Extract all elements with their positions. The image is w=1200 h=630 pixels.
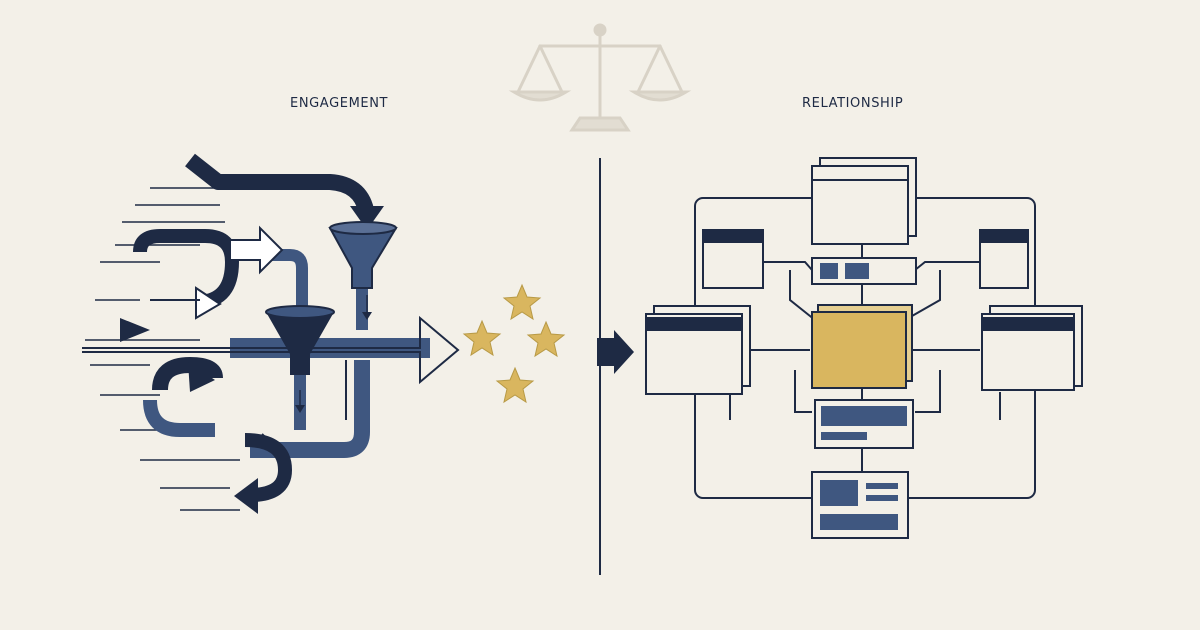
window-icon [814,399,914,449]
funnel-icon [328,221,398,320]
star-icon [526,320,566,358]
window-icon [979,229,1029,289]
window-icon [811,157,917,245]
window-icon [645,305,751,395]
window-icon [981,305,1083,391]
star-icon [495,366,535,404]
window-icon [702,229,764,289]
relationship-heading: RELATIONSHIP [802,96,904,111]
engagement-graphic [82,153,460,514]
engagement-heading: ENGAGEMENT [290,96,389,111]
arrow-right-icon [597,330,634,374]
balance-scale-icon [508,23,692,132]
relationship-graphic [645,157,1083,539]
window-icon [811,471,909,539]
star-icon [462,319,502,357]
window-icon [811,257,917,285]
star-icon [502,283,542,321]
stars-group [462,283,566,404]
funnel-icon [265,305,335,413]
window-icon [811,304,913,389]
